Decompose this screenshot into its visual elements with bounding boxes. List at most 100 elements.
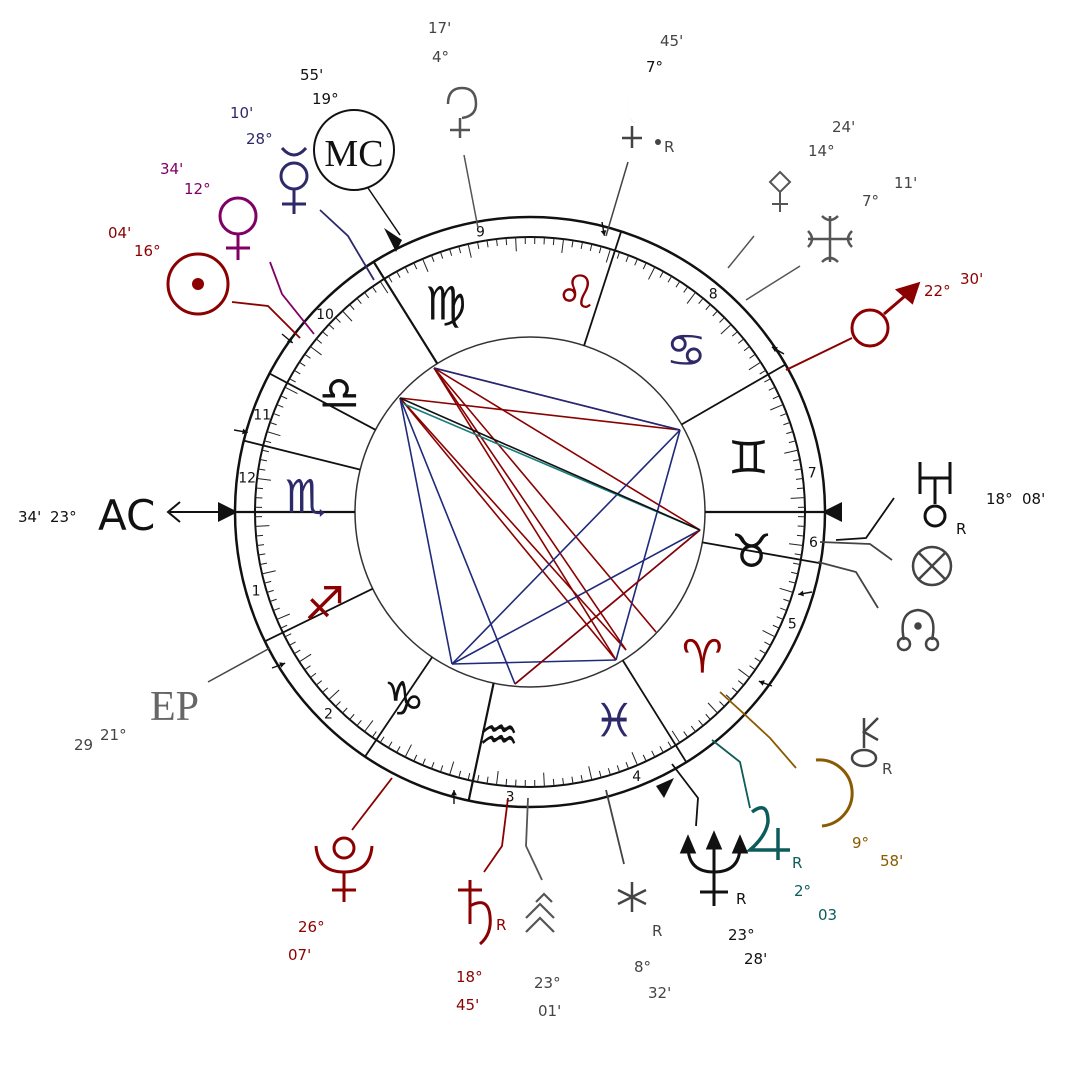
- mercury-minutes: 10': [230, 104, 253, 122]
- aspect-line: [451, 529, 701, 665]
- tick-mark: [349, 304, 355, 311]
- tick-mark: [439, 765, 444, 773]
- mc-group: 55' 19° MC: [300, 66, 401, 236]
- tick-mark: [255, 525, 270, 527]
- planet-sun: 04' 16°: [108, 224, 301, 339]
- chiron-retro: R: [882, 760, 892, 778]
- aspect-line: [433, 367, 627, 651]
- tick-mark: [266, 589, 274, 593]
- sign-aries-icon: ♈: [682, 630, 723, 684]
- house-number: 12: [238, 470, 256, 486]
- sign-glyphs: ♈♉♊♋♌♍♎♏♐♑♒♓: [285, 265, 772, 762]
- tick-mark: [754, 657, 761, 663]
- tick-mark: [315, 338, 323, 344]
- saturn-degrees: 18°: [456, 968, 483, 986]
- tick-mark: [780, 607, 787, 612]
- tick-mark: [322, 331, 329, 337]
- part-of-fortune-icon: [911, 545, 953, 587]
- aspect-line: [615, 429, 681, 661]
- tick-mark: [659, 746, 664, 753]
- house-cusp: [621, 659, 688, 763]
- tick-mark: [772, 395, 780, 400]
- tick-mark: [779, 587, 794, 593]
- tick-mark: [794, 553, 802, 556]
- tick-mark: [276, 404, 284, 408]
- sign-ring-inner: [354, 336, 706, 688]
- tick-mark: [276, 613, 290, 620]
- tick-mark: [264, 440, 272, 444]
- tick-mark: [289, 378, 296, 383]
- tick-mark: [648, 266, 656, 280]
- venus-degrees: 12°: [184, 180, 211, 198]
- lilith-minutes: 45': [660, 32, 683, 50]
- sign-scorpio-icon: ♏: [285, 469, 326, 523]
- tick-mark: [269, 421, 277, 426]
- ceres-minutes: 24': [832, 118, 855, 136]
- tick-mark: [659, 271, 664, 278]
- tick-mark: [387, 741, 393, 748]
- tick-mark: [413, 262, 418, 270]
- house-number: 3: [506, 789, 515, 805]
- juno-minutes: 32': [648, 984, 671, 1002]
- tick-mark: [625, 762, 630, 769]
- tick-mark: [404, 266, 409, 274]
- tick-mark: [776, 616, 784, 620]
- ceres-degrees: 14°: [808, 142, 835, 160]
- pluto-top-degrees: 4°: [432, 48, 449, 66]
- tick-mark: [342, 310, 353, 322]
- tick-mark: [675, 281, 681, 288]
- sign-leo-icon: ♌: [556, 265, 597, 319]
- tick-mark: [705, 304, 711, 311]
- tick-mark: [413, 754, 418, 762]
- tick-mark: [364, 292, 370, 299]
- tick-mark: [796, 534, 804, 537]
- tick-mark: [725, 694, 732, 700]
- tick-mark: [561, 238, 565, 254]
- tick-mark: [598, 246, 602, 254]
- vertex-degrees: 7°: [862, 192, 879, 210]
- sign-aquarius-icon: ♒: [478, 708, 519, 762]
- tick-mark: [764, 378, 771, 383]
- sign-libra-icon: ♎: [319, 366, 360, 420]
- tick-mark: [788, 580, 796, 584]
- tick-mark: [258, 553, 266, 556]
- planet-mars: 22° 30': [785, 270, 983, 371]
- pointer-arrow-icon: [271, 662, 286, 669]
- sign-gemini-icon: ♊: [728, 431, 769, 485]
- house-cusp: [372, 261, 439, 365]
- sun-degrees: 16°: [134, 242, 161, 260]
- tick-mark: [505, 778, 508, 786]
- house-cusp: [264, 587, 374, 643]
- saturn-icon: [458, 880, 492, 946]
- tick-mark: [552, 238, 555, 246]
- tick-mark: [770, 404, 784, 411]
- lilith-icon: [622, 90, 661, 148]
- tick-mark: [256, 544, 265, 547]
- sign-taurus-icon: ♉: [731, 524, 772, 578]
- juno-icon: [617, 882, 647, 912]
- triangle-marker-icon: [384, 228, 402, 252]
- tick-mark: [731, 687, 738, 693]
- planet-neptune: R 23° 28': [671, 763, 767, 968]
- house-cusp: [269, 372, 376, 431]
- tick-mark: [625, 255, 630, 262]
- sun-minutes: 04': [108, 224, 131, 242]
- tick-mark: [371, 731, 377, 738]
- tick-mark: [430, 762, 435, 769]
- tick-mark: [683, 731, 689, 738]
- house-cusp: [243, 439, 361, 471]
- planet-pluto: 26° 07': [288, 777, 393, 964]
- tick-mark: [589, 243, 593, 251]
- tick-mark: [299, 653, 312, 663]
- mc-degrees: 19°: [312, 90, 339, 108]
- tick-mark: [631, 752, 638, 766]
- tick-mark: [477, 241, 480, 250]
- tick-mark: [256, 534, 264, 537]
- mc-minutes: 55': [300, 66, 323, 84]
- pallas-minutes: 01': [538, 1002, 561, 1020]
- pallas-icon: [525, 892, 555, 933]
- tick-mark: [719, 317, 725, 323]
- tick-mark: [486, 776, 489, 784]
- tick-mark: [505, 238, 508, 246]
- tick-mark: [379, 736, 385, 743]
